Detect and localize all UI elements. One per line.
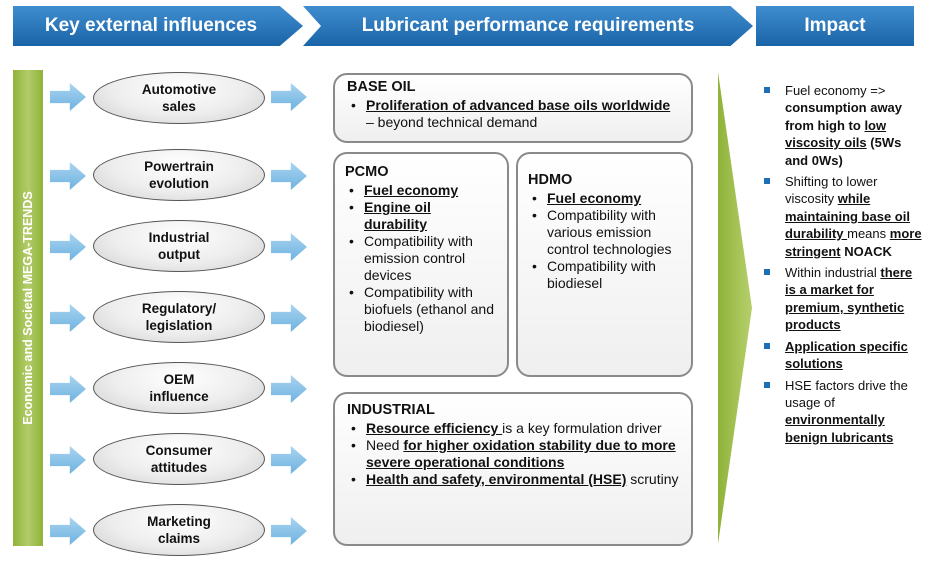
impact-list: Fuel economy => consumption away from hi…	[762, 82, 922, 450]
header-key-external-influences: Key external influences	[13, 6, 303, 46]
impact-item: Shifting to lower viscosity while mainta…	[762, 173, 922, 260]
hdmo-box: HDMO Fuel economy Compatibility with var…	[516, 152, 693, 377]
pcmo-title: PCMO	[345, 164, 389, 180]
arrow-in-icon	[50, 83, 86, 111]
hdmo-item: Compatibility with biodiesel	[528, 258, 681, 292]
arrow-out-icon	[271, 233, 307, 261]
arrow-out-icon	[271, 83, 307, 111]
arrow-out-icon	[271, 304, 307, 332]
base-oil-item: Proliferation of advanced base oils worl…	[347, 97, 679, 131]
industrial-title: INDUSTRIAL	[347, 402, 435, 418]
header-label: Key external influences	[44, 15, 258, 36]
industrial-item: Need for higher oxidation stability due …	[347, 437, 679, 471]
influence-regulatory-legislation: Regulatory/legislation	[93, 291, 265, 343]
base-oil-box: BASE OIL Proliferation of advanced base …	[333, 73, 693, 143]
pcmo-item: Compatibility with emission control devi…	[345, 233, 497, 284]
arrow-in-icon	[50, 517, 86, 545]
mega-trends-bar: Economic and Societal MEGA-TRENDS	[13, 70, 43, 546]
arrow-in-icon	[50, 162, 86, 190]
industrial-box: INDUSTRIAL Resource efficiency is a key …	[333, 392, 693, 546]
arrow-in-icon	[50, 375, 86, 403]
arrow-in-icon	[50, 233, 86, 261]
pcmo-item: Compatibility with biofuels (ethanol and…	[345, 284, 497, 335]
industrial-item: Health and safety, environmental (HSE) s…	[347, 471, 679, 488]
base-oil-title: BASE OIL	[347, 79, 416, 95]
bullet-square-icon	[764, 178, 770, 185]
arrow-in-icon	[50, 446, 86, 474]
arrow-out-icon	[271, 375, 307, 403]
pcmo-box: PCMO Fuel economy Engine oil durability …	[333, 152, 509, 377]
bullet-square-icon	[764, 342, 770, 349]
arrow-in-icon	[50, 304, 86, 332]
mega-trends-label: Economic and Societal MEGA-TRENDS	[21, 191, 35, 425]
arrow-out-icon	[271, 162, 307, 190]
header-impact: Impact	[756, 6, 914, 46]
arrow-out-icon	[271, 446, 307, 474]
header-label: Lubricant performance requirements	[361, 15, 695, 36]
header-lubricant-performance-requirements: Lubricant performance requirements	[303, 6, 753, 46]
impact-item: Within industrial there is a market for …	[762, 264, 922, 334]
header-label: Impact	[804, 15, 866, 36]
impact-item: HSE factors drive the usage of environme…	[762, 377, 922, 447]
hdmo-item: Fuel economy	[528, 190, 681, 207]
pcmo-item: Fuel economy	[345, 182, 497, 199]
impact-item: Fuel economy => consumption away from hi…	[762, 82, 922, 169]
hdmo-item: Compatibility with various emission cont…	[528, 207, 681, 258]
bullet-square-icon	[764, 381, 770, 388]
pcmo-item: Engine oil durability	[345, 199, 497, 233]
bullet-square-icon	[764, 269, 770, 276]
industrial-item: Resource efficiency is a key formulation…	[347, 420, 679, 437]
hdmo-title: HDMO	[528, 172, 573, 188]
bullet-square-icon	[764, 87, 770, 93]
impact-chevron-icon	[718, 72, 752, 544]
impact-item: Application specific solutions	[762, 338, 922, 373]
arrow-out-icon	[271, 517, 307, 545]
